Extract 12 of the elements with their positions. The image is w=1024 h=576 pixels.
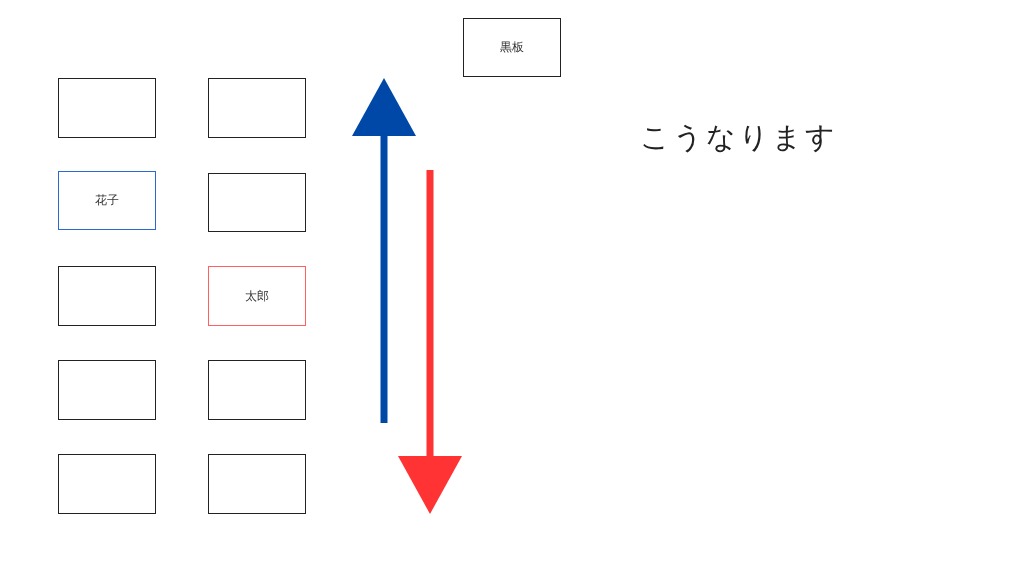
desk-box (58, 454, 156, 514)
desk-box (208, 360, 306, 420)
desk-box (208, 78, 306, 138)
desk-box (58, 360, 156, 420)
desk-box (208, 454, 306, 514)
desk-box (58, 266, 156, 326)
name-box: 太郎 (208, 266, 306, 326)
name-box: 花子 (58, 171, 156, 230)
blackboard-box: 黒板 (463, 18, 561, 77)
caption-text: こうなります (640, 119, 838, 156)
desk-box (208, 173, 306, 232)
desk-box (58, 78, 156, 138)
